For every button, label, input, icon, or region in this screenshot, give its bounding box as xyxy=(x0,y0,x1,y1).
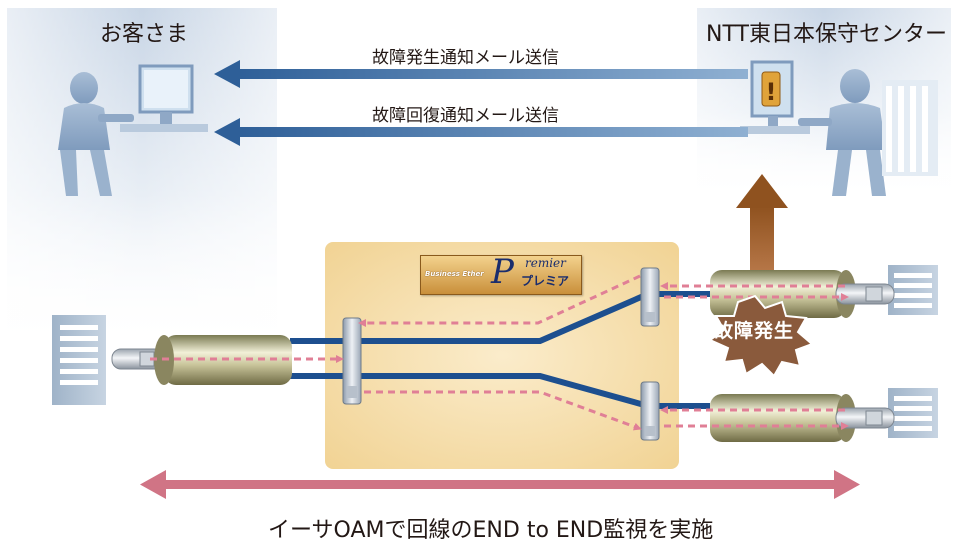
svg-text:!: ! xyxy=(766,78,777,106)
bottom-label: イーサOAMで回線のEND to END監視を実施 xyxy=(268,518,714,543)
customer-server-icon xyxy=(52,315,106,405)
customer-label: お客さま xyxy=(100,22,189,47)
notify-arrow-recovery xyxy=(214,118,748,146)
bottom-switch-icon xyxy=(640,381,660,441)
escalation-arrow xyxy=(736,174,788,276)
premier-logo: Business Ether P remier プレミア xyxy=(420,252,582,295)
fault-label: 故障発生 xyxy=(713,320,794,342)
right-bottom-cable-tube xyxy=(710,394,895,442)
logo-premier: remier xyxy=(525,256,566,270)
logo-business-ether: Business Ether xyxy=(425,270,484,278)
right-bottom-server-icon xyxy=(888,388,938,438)
logo-p: P xyxy=(491,252,514,292)
operator-person-icon: ! xyxy=(740,60,886,196)
customer-person-icon xyxy=(58,64,208,196)
end-to-end-arrow xyxy=(140,470,860,499)
top-switch-icon xyxy=(640,267,660,327)
arrow-bottom-label: 故障回復通知メール送信 xyxy=(372,106,559,126)
right-top-server-icon xyxy=(888,265,938,315)
center-label: NTT東日本保守センター xyxy=(706,22,947,47)
fault-burst-icon xyxy=(707,294,814,378)
notify-arrow-fault xyxy=(214,60,748,88)
arrow-top-label: 故障発生通知メール送信 xyxy=(372,48,559,68)
server-rack-icon xyxy=(882,80,938,176)
center-switch-icon xyxy=(342,317,362,405)
logo-kana: プレミア xyxy=(521,274,570,288)
